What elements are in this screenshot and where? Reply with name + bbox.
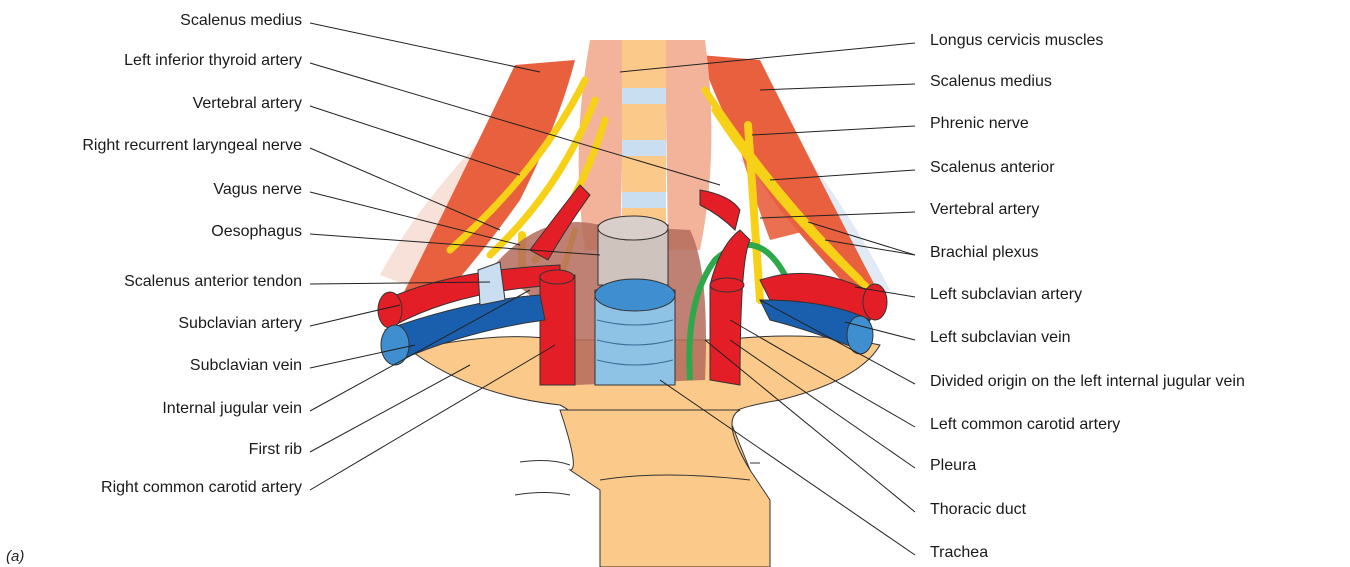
label-scalenus-medius-right: Scalenus medius — [180, 12, 302, 30]
label-pleura: Pleura — [930, 457, 976, 475]
thoracic-inlet-drawing — [378, 40, 890, 567]
label-oesophagus: Oesophagus — [211, 223, 302, 241]
longus-cervicis-left — [665, 40, 711, 250]
label-right-common-carotid-artery: Right common carotid artery — [101, 479, 302, 497]
label-first-rib: First rib — [249, 441, 302, 459]
label-scalenus-medius-left: Scalenus medius — [930, 73, 1052, 91]
label-thoracic-duct: Thoracic duct — [930, 501, 1026, 519]
label-brachial-plexus: Brachial plexus — [930, 244, 1039, 262]
label-left-inferior-thyroid-artery: Left inferior thyroid artery — [124, 52, 302, 70]
label-right-recurrent-laryngeal-nerve: Right recurrent laryngeal nerve — [82, 137, 302, 155]
label-subclavian-vein: Subclavian vein — [190, 357, 302, 375]
label-trachea: Trachea — [930, 544, 988, 562]
label-scalenus-anterior: Scalenus anterior — [930, 159, 1055, 177]
label-left-subclavian-vein: Left subclavian vein — [930, 329, 1071, 347]
label-subclavian-artery: Subclavian artery — [178, 315, 302, 333]
label-left-common-carotid-artery: Left common carotid artery — [930, 416, 1120, 434]
label-scalenus-anterior-tendon: Scalenus anterior tendon — [124, 273, 302, 291]
label-internal-jugular-vein: Internal jugular vein — [162, 400, 302, 418]
label-longus-cervicis-muscles: Longus cervicis muscles — [930, 32, 1103, 50]
label-divided-origin-left-internal-jugular-vein: Divided origin on the left internal jugu… — [930, 373, 1245, 391]
scalenus-anterior-tendon — [478, 262, 505, 305]
panel-label: (a) — [6, 548, 24, 565]
label-left-subclavian-artery: Left subclavian artery — [930, 286, 1082, 304]
label-vertebral-artery-right: Vertebral artery — [193, 95, 302, 113]
label-phrenic-nerve: Phrenic nerve — [930, 115, 1029, 133]
label-vertebral-artery-left: Vertebral artery — [930, 201, 1039, 219]
label-vagus-nerve: Vagus nerve — [213, 181, 302, 199]
